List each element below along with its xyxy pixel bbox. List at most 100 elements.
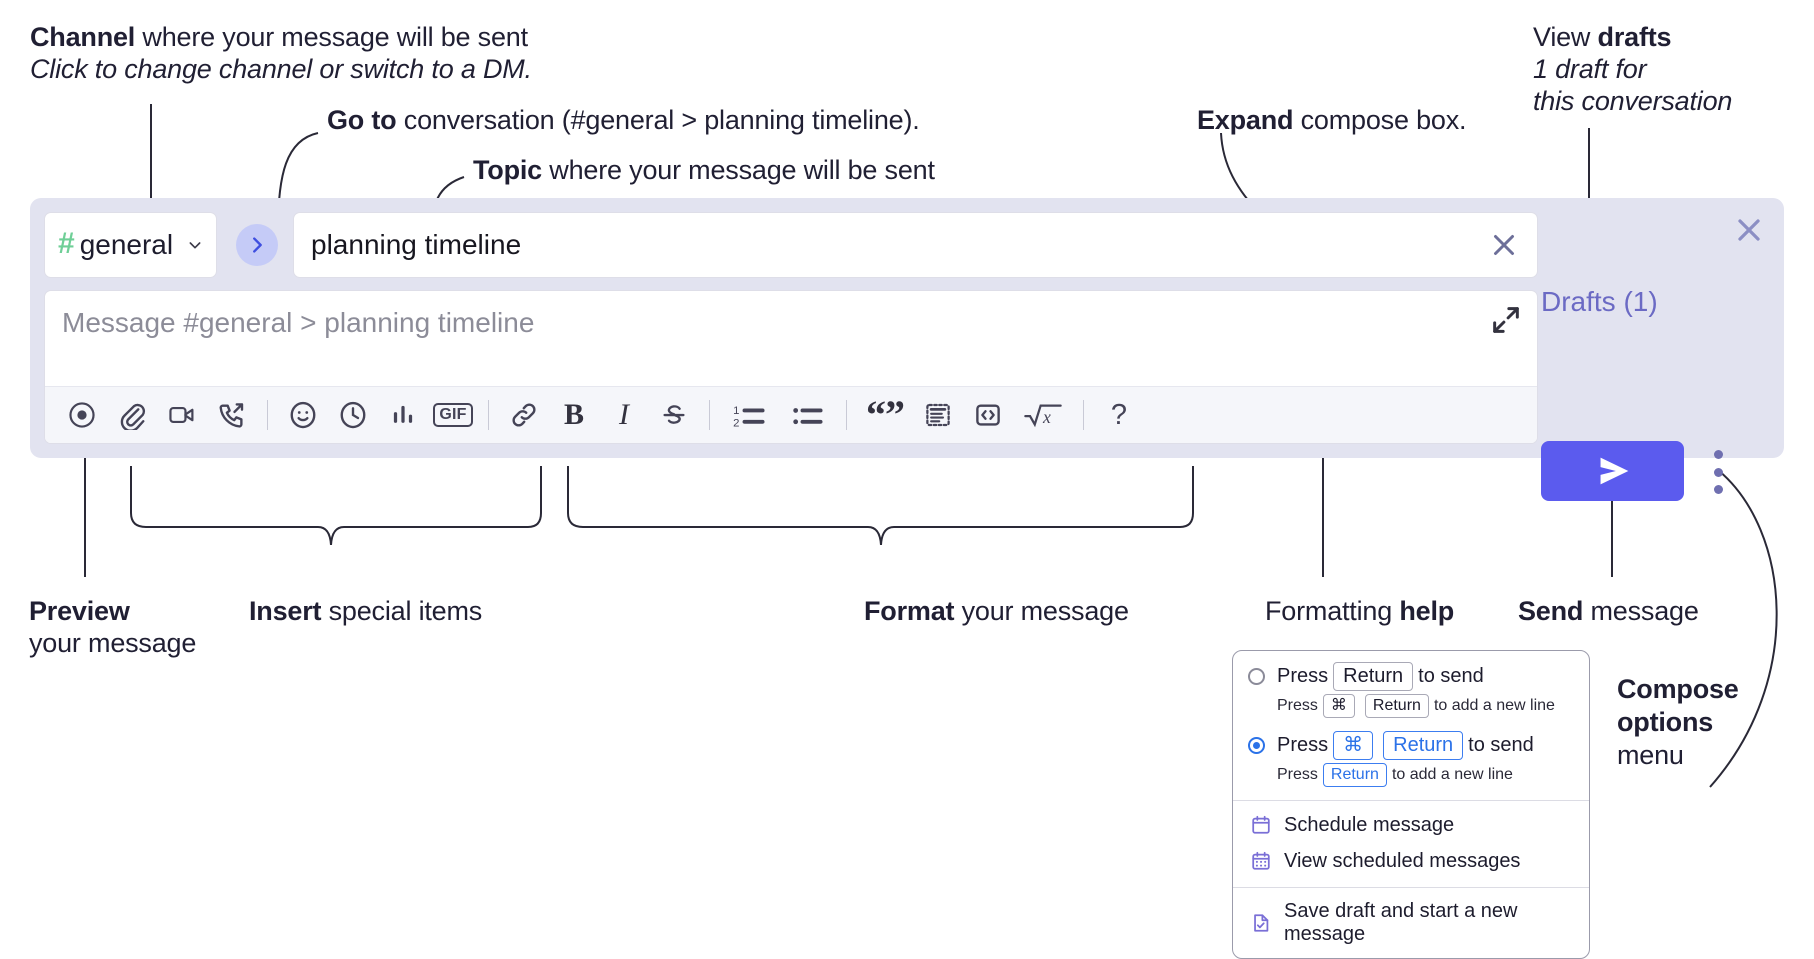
menu-radio-cmd-return-to-send[interactable]: Press ⌘ Return to send	[1233, 729, 1589, 762]
annotation-topic-rest: where your message will be sent	[542, 155, 935, 185]
emoji-button[interactable]	[280, 392, 326, 438]
menu-item-label: View scheduled messages	[1284, 849, 1521, 872]
svg-text:2: 2	[733, 417, 739, 429]
key-return: Return	[1364, 694, 1429, 718]
annotation-compose-options: Compose options menu	[1617, 673, 1739, 772]
menu-radio-return-to-send[interactable]: Press Return to send	[1233, 660, 1589, 693]
menu-subtext-newline-1: Press ⌘ Return to add a new line	[1233, 693, 1589, 723]
sub-text-pre: Press	[1277, 766, 1318, 783]
preview-button[interactable]	[59, 392, 105, 438]
annotation-send-rest: message	[1583, 596, 1699, 626]
toolbar-separator	[488, 400, 489, 430]
channel-name: general	[79, 229, 174, 260]
annotation-drafts-italic-2: this conversation	[1533, 85, 1733, 116]
annotation-insert-bold: Insert	[249, 596, 322, 626]
sub-text-post: to add a new line	[1391, 766, 1513, 783]
channel-selector[interactable]: # general	[44, 212, 217, 278]
topic-input[interactable]: planning timeline	[293, 212, 1538, 278]
annotation-drafts: View drafts 1 draft for this conversatio…	[1533, 22, 1732, 118]
menu-item-view-scheduled-messages[interactable]: View scheduled messages	[1233, 843, 1589, 879]
radio-text-pre: Press	[1277, 734, 1329, 756]
annotation-expand: Expand compose box.	[1197, 105, 1467, 137]
menu-item-label: Schedule message	[1284, 813, 1455, 836]
code-block-button[interactable]	[915, 392, 961, 438]
send-button[interactable]	[1541, 441, 1684, 501]
annotation-goto: Go to conversation (#general > planning …	[327, 105, 920, 137]
annotation-format: Format your message	[864, 596, 1129, 628]
video-clip-button[interactable]	[159, 392, 205, 438]
annotation-format-rest: your message	[954, 596, 1129, 626]
radio-text-pre: Press	[1277, 665, 1329, 687]
italic-button[interactable]: I	[601, 392, 647, 438]
clear-topic-icon[interactable]	[1487, 228, 1521, 262]
audio-clip-button[interactable]	[209, 392, 255, 438]
drafts-link[interactable]: Drafts (1)	[1541, 286, 1658, 317]
menu-item-save-draft[interactable]: Save draft and start a new message	[1233, 894, 1589, 952]
svg-text:x: x	[1042, 407, 1051, 427]
annotation-send: Send message	[1518, 596, 1699, 628]
key-return: Return	[1333, 662, 1414, 691]
poll-button[interactable]	[380, 392, 426, 438]
annotation-compose-options-line1: Compose	[1617, 674, 1739, 704]
formatting-toolbar: GIF B I	[45, 386, 1537, 443]
expand-compose-icon[interactable]	[1489, 303, 1523, 337]
annotation-expand-bold: Expand	[1197, 105, 1294, 135]
annotation-channel-italic: Click to change channel or switch to a D…	[30, 53, 532, 84]
bold-button[interactable]: B	[551, 392, 597, 438]
annotation-drafts-rest: View	[1533, 22, 1598, 52]
question-mark-icon: ?	[1110, 398, 1128, 431]
formatting-help-button[interactable]: ?	[1096, 392, 1142, 438]
goto-conversation-button[interactable]	[236, 224, 278, 266]
annotation-insert: Insert special items	[249, 596, 482, 628]
annotation-expand-rest: compose box.	[1293, 105, 1467, 135]
bold-label: B	[563, 398, 584, 431]
compose-options-button[interactable]	[1705, 450, 1731, 494]
annotation-help: Formatting help	[1265, 596, 1454, 628]
key-command: ⌘	[1333, 731, 1374, 760]
menu-item-schedule-message[interactable]: Schedule message	[1233, 807, 1589, 843]
inline-code-button[interactable]	[965, 392, 1011, 438]
annotation-goto-rest: conversation (#general > planning timeli…	[396, 105, 920, 135]
calendar-grid-icon	[1249, 849, 1273, 873]
bulleted-list-button[interactable]	[780, 392, 834, 438]
chevron-down-icon	[187, 237, 203, 253]
key-command: ⌘	[1322, 694, 1355, 718]
menu-divider	[1233, 887, 1589, 888]
annotation-preview-bold: Preview	[29, 596, 130, 626]
annotation-help-bold: help	[1399, 596, 1455, 626]
annotation-send-bold: Send	[1518, 596, 1584, 626]
math-button[interactable]: x	[1015, 392, 1071, 438]
link-button[interactable]	[501, 392, 547, 438]
ordered-list-button[interactable]: 1 2	[722, 392, 776, 438]
attach-file-button[interactable]	[109, 392, 155, 438]
close-compose-icon[interactable]	[1731, 212, 1767, 248]
annotation-compose-options-line2: options	[1617, 706, 1714, 737]
toolbar-separator	[709, 400, 710, 430]
toolbar-separator	[1083, 400, 1084, 430]
toolbar-separator	[846, 400, 847, 430]
annotation-topic-bold: Topic	[473, 155, 542, 185]
gif-button[interactable]: GIF	[430, 392, 476, 438]
calendar-icon	[1249, 813, 1273, 837]
gif-label: GIF	[433, 403, 473, 427]
annotation-preview: Preview your message	[29, 596, 196, 660]
radio-text-post: to send	[1468, 734, 1534, 756]
radio-icon	[1248, 668, 1265, 685]
annotation-drafts-bold: drafts	[1597, 22, 1672, 52]
annotation-insert-rest: special items	[321, 596, 483, 626]
key-return: Return	[1322, 763, 1387, 787]
key-return: Return	[1383, 731, 1464, 760]
message-input-area[interactable]: Message #general > planning timeline	[44, 290, 1538, 444]
compose-options-menu: Press Return to send Press ⌘ Return to a…	[1232, 650, 1590, 959]
kebab-dot	[1713, 485, 1723, 494]
blockquote-button[interactable]: “”	[859, 392, 911, 438]
annotation-compose-options-line3: menu	[1617, 739, 1684, 770]
annotation-channel-bold: Channel	[30, 22, 136, 52]
context-row: # general planning timeline	[44, 212, 1538, 278]
kebab-dot	[1713, 467, 1723, 477]
annotation-goto-bold: Go to	[327, 105, 397, 135]
reminder-button[interactable]	[330, 392, 376, 438]
strikethrough-button[interactable]	[651, 392, 697, 438]
quote-icon: “”	[866, 392, 905, 437]
chevron-right-icon	[253, 237, 262, 253]
